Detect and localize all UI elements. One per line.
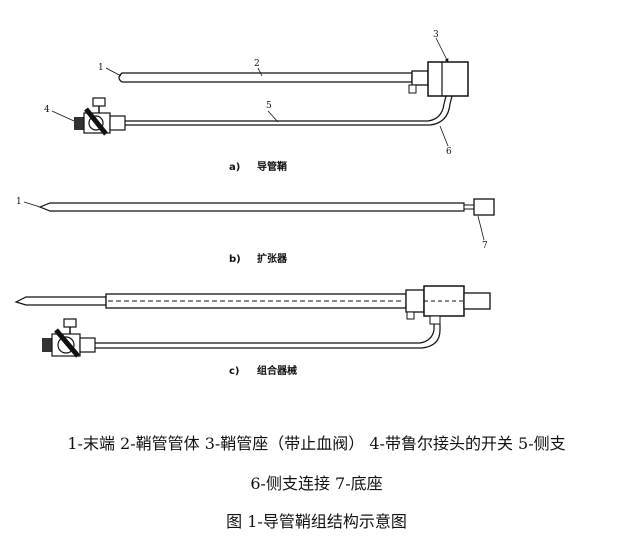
part-number-1-b: 1 — [16, 197, 22, 207]
combined-device-figure-c: c) 组合器械 — [14, 285, 491, 377]
part-number-5: 5 — [266, 101, 272, 111]
hemostasis-valve-cap — [427, 61, 469, 97]
part-number-6: 6 — [446, 147, 452, 157]
dilator-figure-b: 1 7 b) 扩张器 — [16, 197, 495, 265]
legend-line-2: 6-侧支连接 7-底座 — [250, 474, 383, 493]
subfigure-b-letter: b) — [229, 254, 241, 265]
legend-line-1: 1-末端 2-鞘管管体 3-鞘管座（带止血阀） 4-带鲁尔接头的开关 5-侧支 — [67, 434, 566, 453]
subfigure-a-title: 导管鞘 — [257, 160, 287, 173]
part-number-4: 4 — [44, 105, 50, 115]
leader-lines-a — [51, 37, 449, 147]
luer-stopcock — [74, 97, 126, 136]
dilator-base — [473, 198, 495, 216]
sheath-hub — [411, 70, 429, 86]
part-number-3: 3 — [433, 30, 439, 40]
subfigure-b-title: 扩张器 — [257, 252, 288, 265]
part-number-7: 7 — [482, 241, 488, 251]
subfigure-a-letter: a) — [229, 162, 240, 173]
dilator-shaft — [38, 202, 465, 212]
leader-lines-b — [23, 201, 485, 241]
combined-hub — [405, 289, 425, 313]
combined-dilator-base — [463, 292, 491, 310]
part-number-2: 2 — [254, 59, 260, 69]
sheath-tube — [118, 72, 413, 83]
combined-dilator-tip — [14, 296, 107, 306]
subfigure-c-letter: c) — [229, 366, 240, 377]
combined-side-tube — [95, 324, 435, 344]
part-number-1: 1 — [98, 63, 104, 73]
combined-valve — [423, 285, 465, 317]
subfigure-c-title: 组合器械 — [257, 364, 297, 377]
sheath-figure-a: 1 2 3 4 5 6 a) 导管鞘 — [44, 30, 469, 173]
combined-luer-stopcock — [42, 318, 96, 358]
side-branch-tube — [125, 95, 447, 122]
figure-caption: 图 1-导管鞘组结构示意图 — [226, 512, 407, 531]
